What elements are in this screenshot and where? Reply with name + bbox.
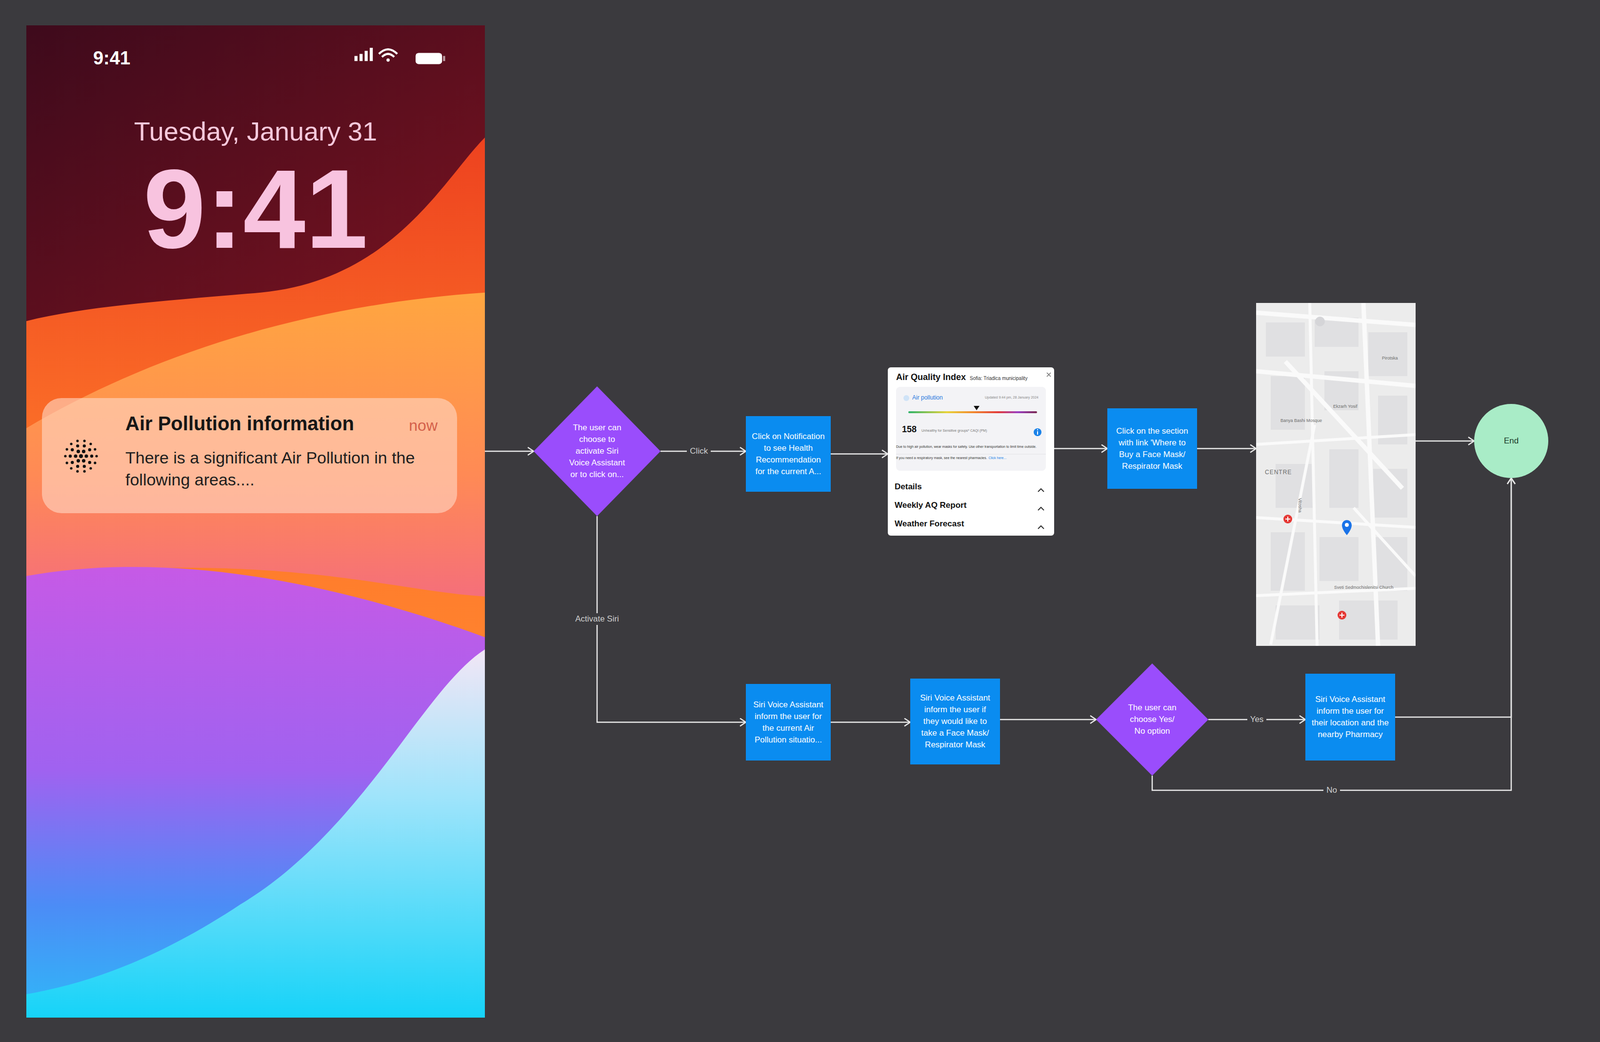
screen-text: Air Quality Index (896, 372, 966, 383)
decision-diamond: The user can choose Yes/ No option (1096, 663, 1209, 776)
terminal-text: End (1503, 436, 1519, 446)
flow-arrow (830, 453, 888, 455)
box-text: Click on the section with link 'Where to… (1113, 425, 1192, 473)
decision-diamond: The user can choose to activate Siri Voi… (533, 386, 661, 517)
flow-arrow (1197, 447, 1257, 450)
edge-label: Activate Siri (572, 613, 622, 625)
screen-text: Air pollution (912, 394, 943, 401)
screen-text: 158 (901, 424, 917, 435)
process-box: Siri Voice Assistant inform the user for… (1305, 673, 1396, 761)
process-box: Siri Voice Assistant inform the user for… (745, 683, 831, 761)
lock-time: 9:41 (26, 153, 485, 266)
screen-link: Click here... (988, 456, 1007, 460)
edge-label: Yes (1247, 713, 1267, 726)
map-label: Pirotska (1381, 355, 1399, 361)
notification-body: There is a significant Air Pollution in … (125, 446, 428, 491)
app-icon (61, 436, 101, 476)
app-screenshot: Air Quality IndexSofia: Triadica municip… (887, 367, 1055, 536)
flow-arrow (830, 721, 911, 723)
process-box: Siri Voice Assistant inform the user if … (910, 678, 1000, 765)
flow-arrow (1415, 440, 1475, 442)
diamond-text: The user can choose to activate Siri Voi… (565, 421, 629, 481)
diamond-text: The user can choose Yes/ No option (1124, 701, 1180, 738)
map-label: Banya Bashi Mosque (1280, 418, 1322, 423)
end-terminal: End (1474, 403, 1549, 479)
process-box: Click on Notification to see Health Reco… (745, 416, 831, 492)
map-label: Sveti Sedmochislenitsi Church (1334, 584, 1394, 590)
map-label: Vitosha (1297, 498, 1303, 513)
box-text: Siri Voice Assistant inform the user for… (751, 699, 825, 746)
screen-paragraph: If you need a respiratory mask, see the … (896, 455, 1043, 461)
status-time: 9:41 (84, 47, 139, 69)
box-text: Siri Voice Assistant inform the user for… (1311, 693, 1390, 741)
screen-text: Sofia: Triadica municipality (969, 375, 1028, 381)
screen-menu-item: Weekly AQ Report (894, 500, 967, 511)
screen-text: Due to high air pollution, wear masks fo… (896, 444, 1043, 450)
screen-text: Unhealthy for Sensitive groups* CAQI (PM… (921, 428, 987, 433)
notification-time: now (408, 416, 438, 435)
screen-text: If you need a respiratory mask, see the … (896, 456, 987, 460)
flow-arrow (1000, 719, 1097, 721)
map-label: Ekzarh Yosif (1333, 403, 1358, 409)
date-text: Tuesday, January 31 (26, 116, 485, 147)
notification-card: Air Pollution information nowThere is a s… (41, 398, 458, 514)
process-box: Click on the section with link 'Where to… (1107, 408, 1198, 489)
map-screenshot: CENTRE Banya Bashi Mosque Ekzarh Yosif Piro… (1256, 302, 1416, 646)
notification-title: Air Pollution information (125, 412, 355, 435)
edge-label: Click (686, 445, 711, 458)
screen-menu-item: Weather Forecast (894, 519, 964, 529)
edge-label: No (1323, 784, 1340, 797)
aqi-graphics (887, 367, 1055, 536)
phone-screen: 9:41Tuesday, January 319:41Air Pollution… (26, 25, 485, 1018)
screen-text: Updated 9:44 pm, 28 January 2024 (984, 395, 1039, 400)
map-label: CENTRE (1264, 468, 1292, 476)
flow-arrow (1054, 447, 1108, 450)
screen-menu-item: Details (894, 481, 922, 492)
box-text: Siri Voice Assistant inform the user if … (916, 692, 995, 751)
box-text: Click on Notification to see Health Reco… (751, 430, 825, 478)
